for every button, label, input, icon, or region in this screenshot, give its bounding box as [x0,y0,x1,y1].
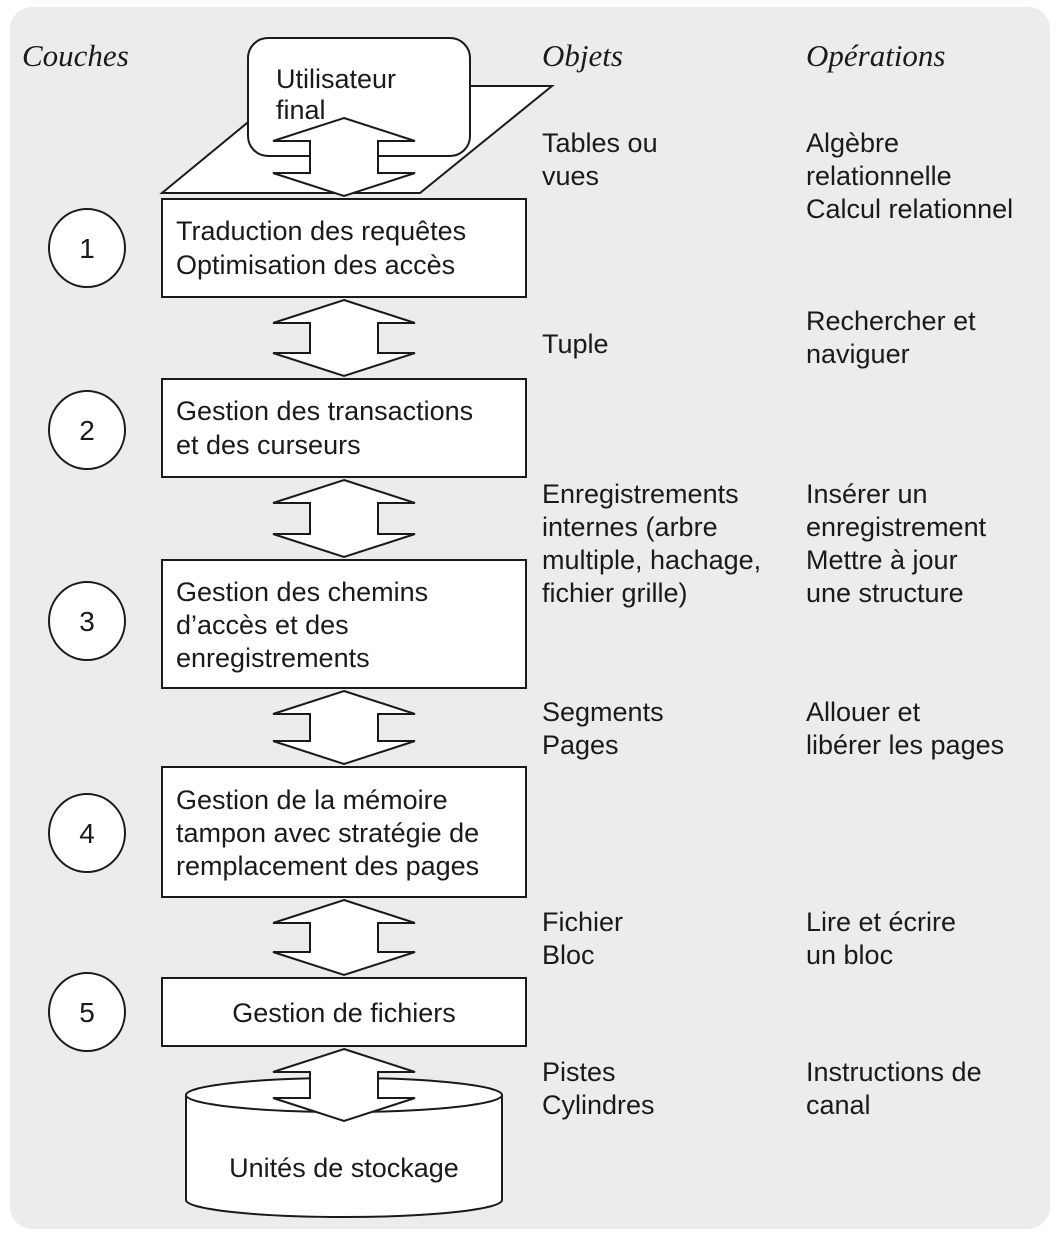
objects-0-line-2: vues [542,161,599,191]
operations-5-line-2: canal [806,1090,871,1120]
diagram-panel [10,7,1050,1229]
operations-3-line-1: Allouer et [806,697,921,727]
objects-4-line-2: Bloc [542,940,595,970]
layer-box-3-line-1: Gestion des chemins [176,577,428,607]
layer-circle-1 [48,208,126,288]
operations-0-line-1: Algèbre [806,128,899,158]
layer-box-2-frame [161,378,527,478]
layer-number-label-3: 3 [79,606,95,637]
layer-box-4-line-1: Gestion de la mémoire [176,785,448,815]
objects-5-line-1: Pistes [542,1057,616,1087]
layer-number-5: 5 [48,972,126,1052]
layer-box-1-line-1: Traduction des requêtes [176,216,466,246]
header-operations: Opérations [806,38,946,73]
header-objects: Objets [542,38,623,73]
objects-2-line-1: Enregistrements [542,479,739,509]
layer-box-5-frame [161,977,527,1047]
layer-number-1: 1 [48,208,126,288]
layer-number-label-4: 4 [79,818,95,849]
objects-1-line-1: Tuple [542,329,609,359]
operations-5-line-1: Instructions de [806,1057,982,1087]
objects-5-line-2: Cylindres [542,1090,655,1120]
operations-4-line-1: Lire et écrire [806,907,956,937]
layer-number-2: 2 [48,390,126,470]
interface-arrows [272,116,416,1123]
layer-number-label-5: 5 [79,997,95,1028]
layer-box-4: Gestion de la mémoire tampon avec straté… [161,766,527,898]
layer-box-2: Gestion des transactions et des curseurs [161,378,527,478]
layer-box-4-frame [161,766,527,898]
layer-box-4-line-3: remplacement des pages [176,851,479,881]
objects-3-line-1: Segments [542,697,664,727]
end-user-label-line-1: Utilisateur [276,64,396,94]
layer-box-2-line-2: et des curseurs [176,430,361,460]
header-layers: Couches [22,38,129,73]
layer-number-3: 3 [48,581,126,661]
layer-box-5-line-1: Gestion de fichiers [232,998,456,1028]
objects-3-line-2: Pages [542,730,619,760]
layer-number-label-2: 2 [79,415,95,446]
layer-number-4: 4 [48,793,126,873]
operations-column: Algèbre relationnelle Calcul relationnel… [806,128,1013,1120]
layer-box-3-line-3: enregistrements [176,643,370,673]
layer-number-label-1: 1 [79,233,95,264]
operations-1-line-2: naviguer [806,339,910,369]
layer-box-2-line-1: Gestion des transactions [176,396,473,426]
layer-box-3: Gestion des chemins d’accès et des enreg… [161,559,527,689]
operations-2-line-1: Insérer un [806,479,928,509]
layer-box-1: Traduction des requêtes Optimisation des… [161,198,527,298]
double-arrow-1 [272,298,416,378]
storage-cylinder-body [185,1095,503,1218]
double-arrow-0 [272,116,416,198]
layer-circle-5 [48,972,126,1052]
operations-2-line-2: enregistrement [806,512,987,542]
layer-box-3-line-2: d’accès et des [176,610,349,640]
layer-box-5: Gestion de fichiers [161,977,527,1047]
layer-circle-3 [48,581,126,661]
end-user-label-line-2: final [276,95,326,125]
operations-0-line-3: Calcul relationnel [806,194,1013,224]
layer-box-1-frame [161,198,527,298]
objects-2-line-2: internes (arbre [542,512,718,542]
storage-label: Unités de stockage [229,1153,459,1183]
operations-4-line-2: un bloc [806,940,893,970]
double-arrow-3 [272,689,416,766]
objects-2-line-4: fichier grille) [542,578,688,608]
objects-2-line-3: multiple, hachage, [542,545,761,575]
double-arrow-4 [272,898,416,977]
layer-circle-2 [48,390,126,470]
operations-1-line-1: Rechercher et [806,306,976,336]
operations-2-line-4: une structure [806,578,964,608]
storage-cylinder: Unités de stockage [185,1077,503,1218]
objects-4-line-1: Fichier [542,907,623,937]
double-arrow-5 [272,1047,416,1123]
objects-column: Tables ou vues Tuple Enregistrements int… [542,128,761,1120]
layer-box-1-line-2: Optimisation des accès [176,250,455,280]
layer-box-3-frame [161,559,527,689]
operations-3-line-2: libérer les pages [806,730,1004,760]
double-arrow-2 [272,478,416,559]
operations-0-line-2: relationnelle [806,161,952,191]
operations-2-line-3: Mettre à jour [806,545,958,575]
objects-0-line-1: Tables ou [542,128,658,158]
layer-box-4-line-2: tampon avec stratégie de [176,818,479,848]
layer-circle-4 [48,793,126,873]
